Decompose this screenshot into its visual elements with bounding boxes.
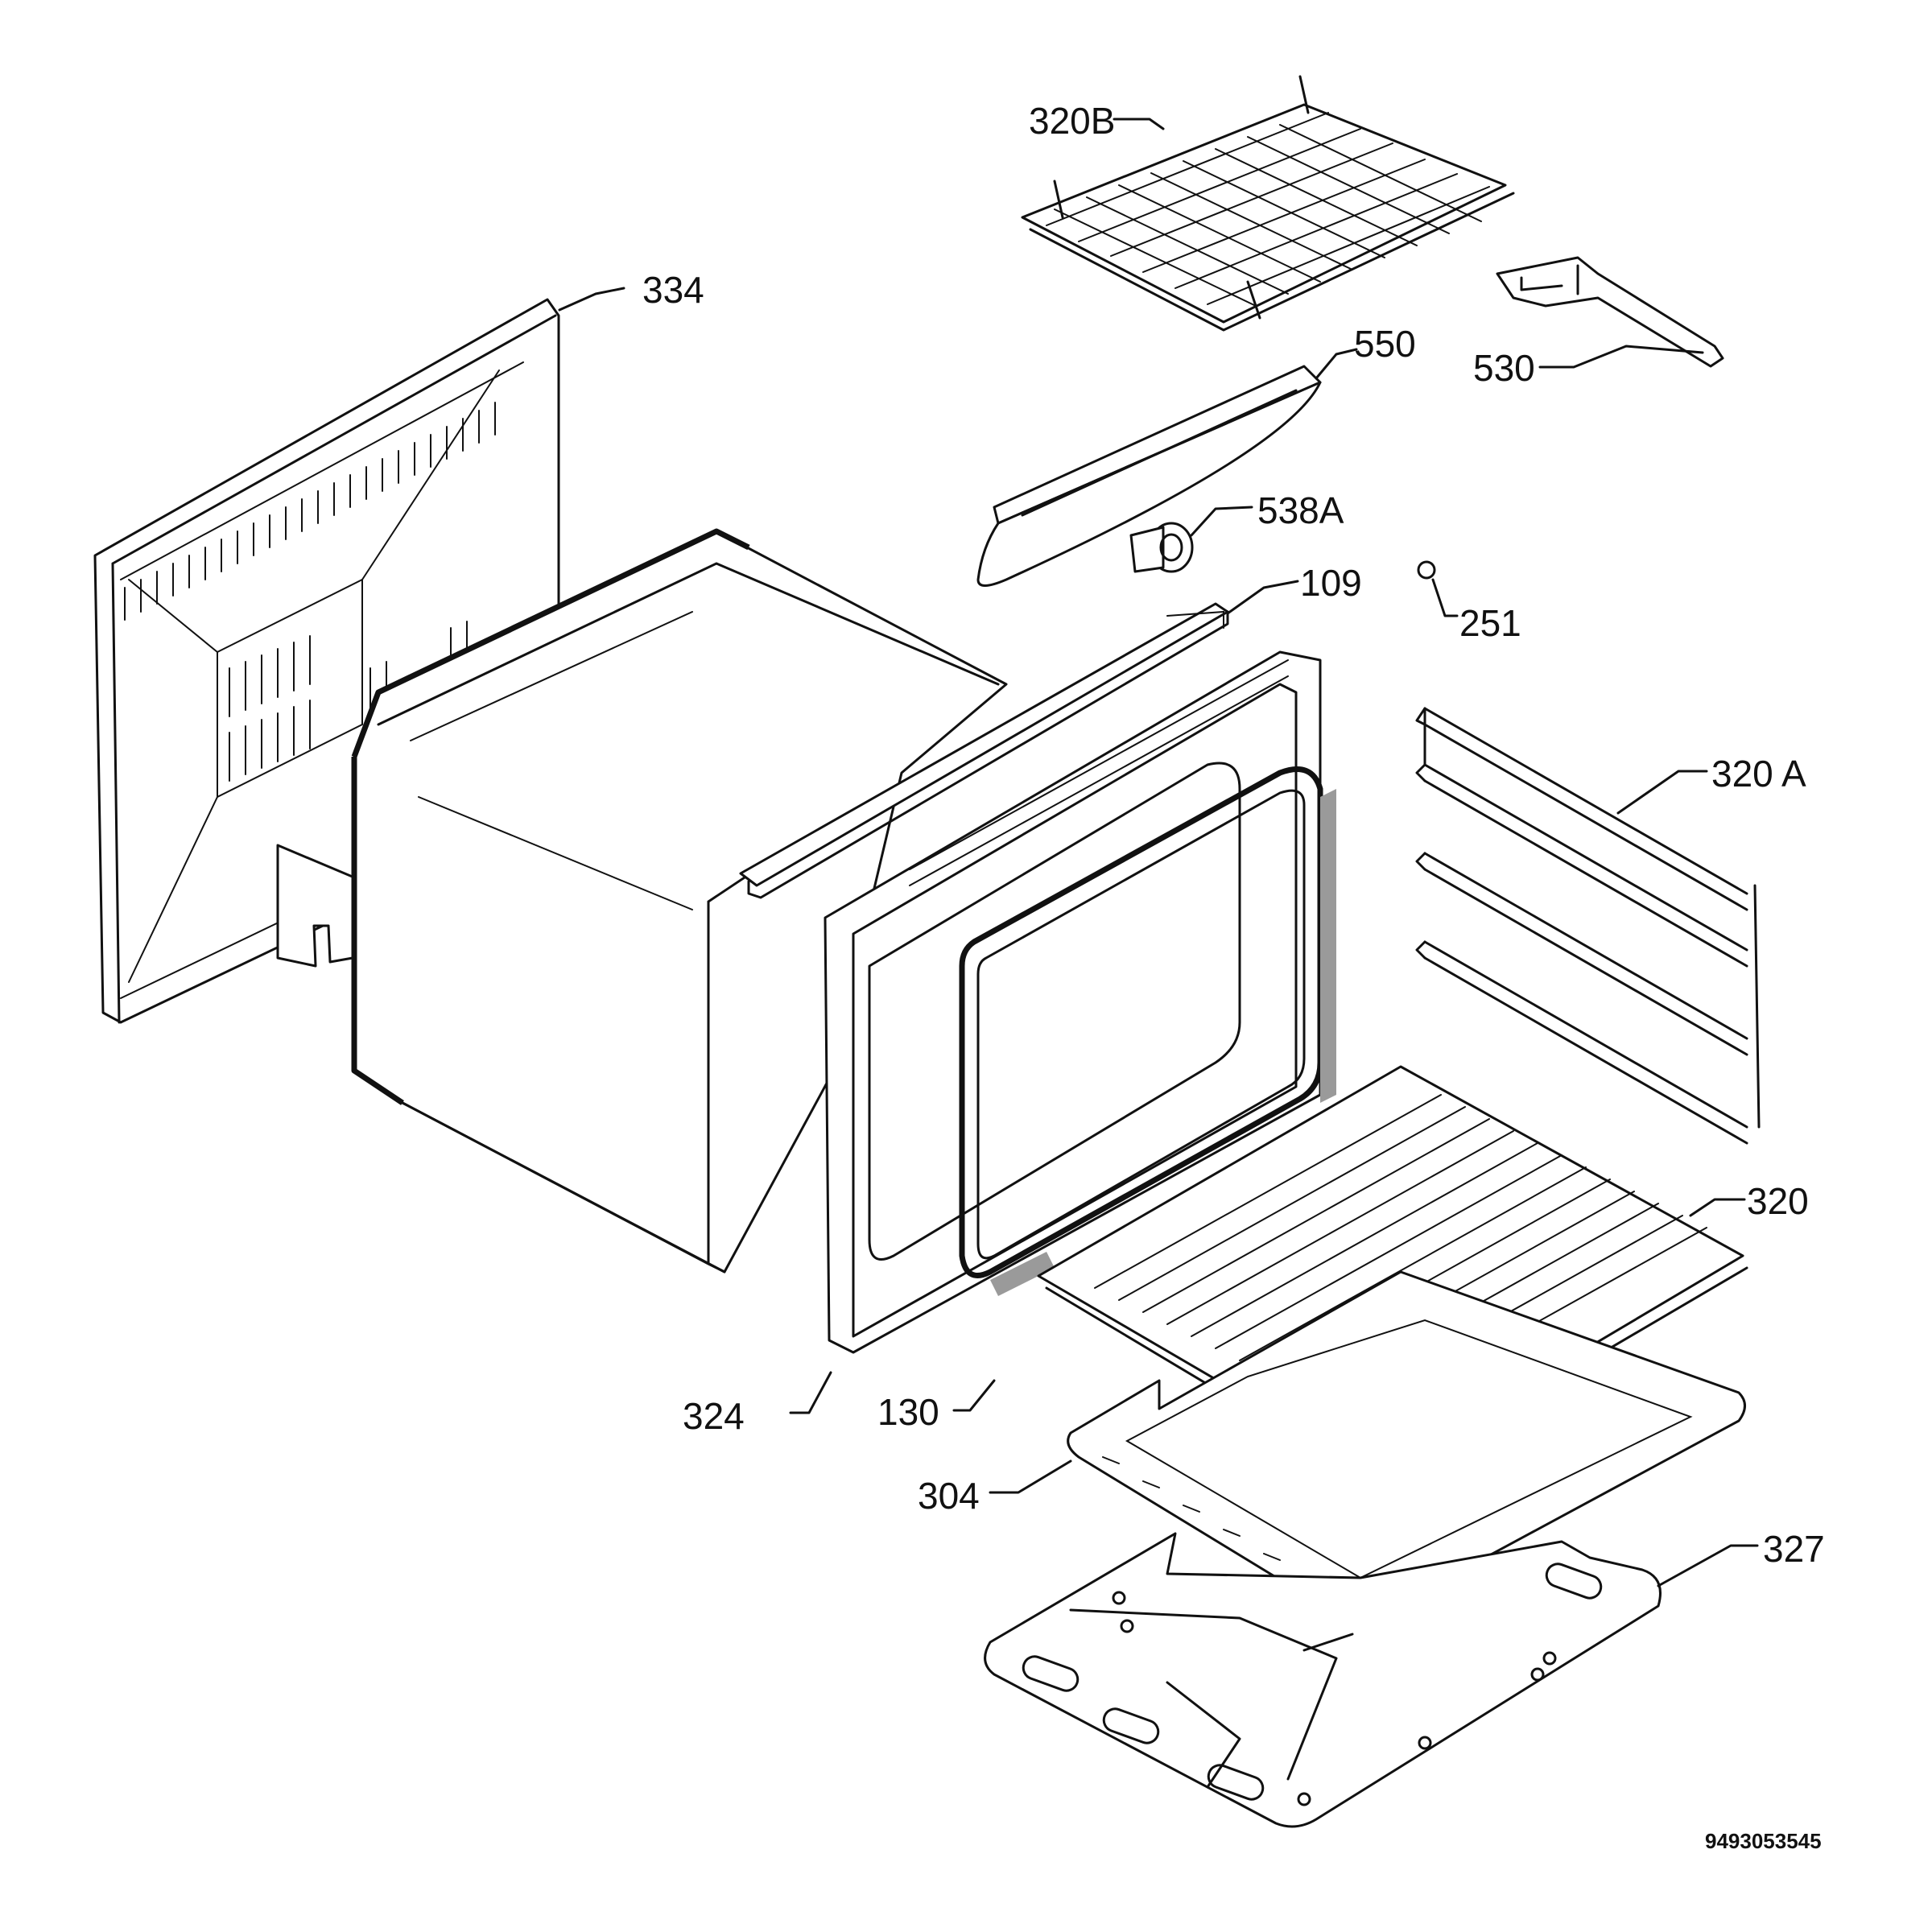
rear-panel-vent-slots: [124, 402, 496, 782]
door-seal-130: [959, 766, 1336, 1296]
callout-109: 109: [1300, 562, 1362, 604]
callout-327: 327: [1763, 1528, 1825, 1570]
callout-251: 251: [1459, 602, 1521, 644]
lamp-holder-538a: [1129, 522, 1194, 573]
callout-538a: 538A: [1257, 489, 1344, 531]
top-rail-109: [739, 602, 1229, 899]
drawing-code: 9493053545: [1705, 1829, 1822, 1853]
callout-324: 324: [683, 1395, 745, 1437]
lamp-strip-550: [976, 365, 1322, 587]
callout-530: 530: [1473, 347, 1535, 389]
screw-251: [1417, 560, 1436, 580]
wire-grid-320b-wires: [1046, 112, 1490, 307]
wire-grid-320b: [1021, 75, 1515, 332]
handle-clip-530: [1496, 256, 1724, 368]
callout-320b: 320B: [1029, 100, 1115, 142]
front-frame-324: [824, 650, 1322, 1354]
bottom-plate-327: [984, 1532, 1662, 1828]
callout-320: 320: [1747, 1180, 1809, 1222]
callout-labels: 320B 334 550 530 538A 109 251 320 A 320 …: [642, 100, 1825, 1570]
callout-334: 334: [642, 269, 704, 311]
callout-130: 130: [877, 1391, 939, 1433]
leader-lines: [558, 118, 1759, 1587]
side-runner-320a: [1415, 707, 1761, 1145]
callout-320a: 320 A: [1711, 753, 1806, 795]
callout-304: 304: [918, 1475, 980, 1517]
callout-550: 550: [1354, 323, 1416, 365]
